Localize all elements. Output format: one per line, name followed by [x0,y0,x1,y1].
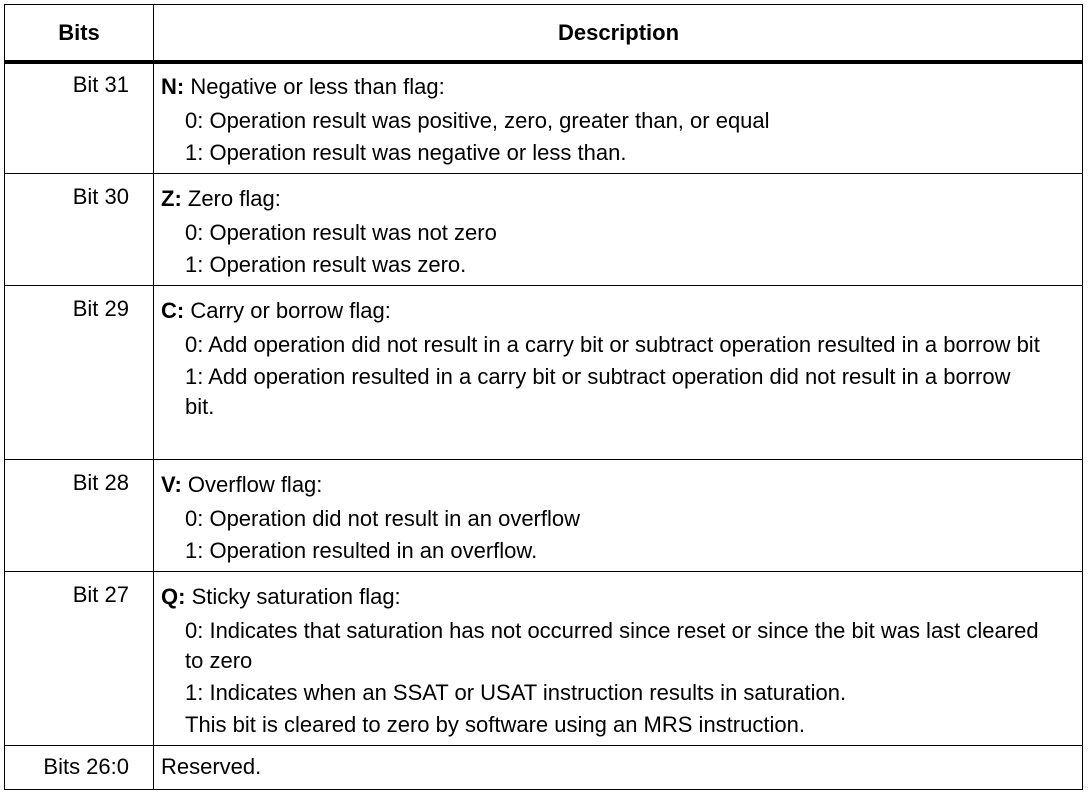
row-description: Reserved. [161,752,1042,782]
row-bits: Bit 31 [72,72,129,97]
row-bits: Bit 29 [72,296,129,321]
row-bits: Bit 30 [72,184,129,209]
table-row: Bit 31 N: Negative or less than flag: 0:… [5,62,1082,172]
register-bit-table: Bits Description Bit 31 N: Negative or l… [4,4,1083,790]
header-description: Description [557,19,680,45]
desc-line: 1: Operation result was negative or less… [185,140,627,165]
table-row: Bit 30 Z: Zero flag: 0: Operation result… [5,174,1082,284]
row-separator [5,745,1082,746]
row-separator [5,173,1082,174]
desc-line: 1: Indicates when an SSAT or USAT instru… [185,680,847,705]
flag-letter: C: [161,298,185,323]
table-header: Bits Description [5,5,1082,60]
flag-title: Sticky saturation flag: [185,584,401,609]
flag-letter: N: [161,74,185,99]
row-description: N: Negative or less than flag: 0: Operat… [161,72,1042,168]
flag-letter: Z: [161,186,182,211]
flag-title: Carry or borrow flag: [184,298,391,323]
header-bits: Bits [58,19,100,45]
row-bits: Bit 27 [72,582,129,607]
table-row: Bit 28 V: Overflow flag: 0: Operation di… [5,460,1082,570]
table-row: Bit 29 C: Carry or borrow flag: 0: Add o… [5,286,1082,458]
row-bits: Bit 28 [72,470,129,495]
flag-title: Zero flag: [181,186,281,211]
desc-line: 0: Indicates that saturation has not occ… [185,618,1039,673]
desc-line: This bit is cleared to zero by software … [185,712,805,737]
desc-line: 0: Operation result was positive, zero, … [185,108,770,133]
desc-line: 0: Operation did not result in an overfl… [185,506,581,531]
flag-title: Reserved. [161,754,262,779]
table-row: Bit 27 Q: Sticky saturation flag: 0: Ind… [5,572,1082,744]
row-description: V: Overflow flag: 0: Operation did not r… [161,470,1042,566]
table-row: Bits 26:0 Reserved. [5,746,1082,790]
row-separator [5,459,1082,460]
desc-line: 1: Add operation resulted in a carry bit… [185,364,1011,419]
header-separator [5,60,1082,64]
row-description: Z: Zero flag: 0: Operation result was no… [161,184,1042,280]
flag-letter: Q: [161,584,186,609]
flag-title: Negative or less than flag: [184,74,445,99]
column-divider [153,5,154,789]
row-bits: Bits 26:0 [43,754,129,779]
row-description: Q: Sticky saturation flag: 0: Indicates … [161,582,1042,740]
desc-line: 1: Operation result was zero. [185,252,467,277]
flag-title: Overflow flag: [181,472,323,497]
flag-letter: V: [161,472,182,497]
row-separator [5,571,1082,572]
desc-line: 1: Operation resulted in an overflow. [185,538,538,563]
desc-line: 0: Add operation did not result in a car… [185,332,1040,357]
row-description: C: Carry or borrow flag: 0: Add operatio… [161,296,1042,422]
desc-line: 0: Operation result was not zero [185,220,497,245]
row-separator [5,285,1082,286]
